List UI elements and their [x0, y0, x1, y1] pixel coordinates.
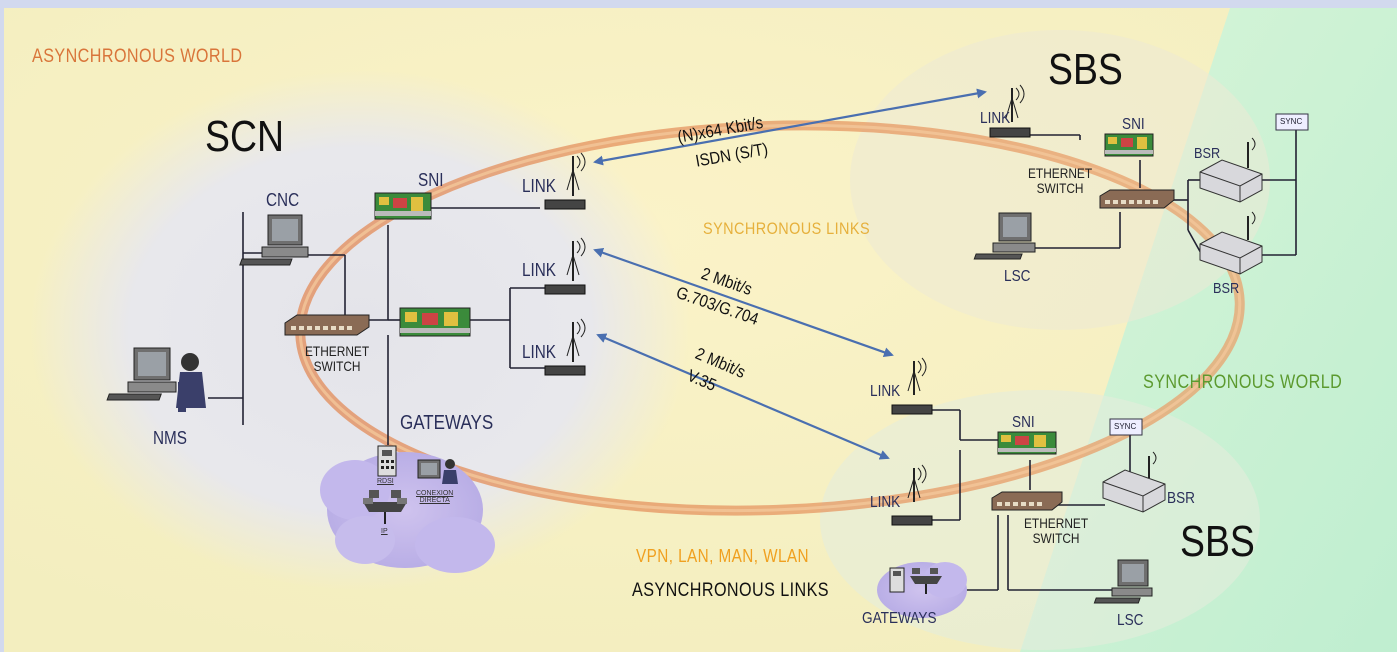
scn-sni-card-top-icon [374, 192, 432, 220]
sbs-top-sni-label: SNI [1122, 116, 1145, 133]
synchronous-world-label: SYNCHRONOUS WORLD [1143, 372, 1343, 393]
sbs-top-bsr-1-label: BSR [1194, 145, 1221, 162]
isdn-arrow [593, 88, 987, 166]
vpn-lan-label: VPN, LAN, MAN, WLAN [636, 546, 810, 566]
sbs-bottom-ethernet-switch-label: ETHERNET SWITCH [1024, 515, 1089, 546]
scn-ethernet-switch-icon [284, 314, 370, 336]
ip-network-icon [363, 490, 407, 524]
sbs-bottom-link-1-label: LINK [870, 383, 901, 400]
sync-top-icon [1275, 113, 1309, 131]
sync-bottom-icon [1109, 418, 1143, 436]
scn-link-2-label: LINK [522, 260, 557, 280]
sbs-bottom-ethernet-switch-icon [991, 491, 1063, 511]
sbs-bottom-sni-label: SNI [1012, 414, 1035, 431]
scn-link-radio-1-icon [544, 152, 586, 210]
nms-label: NMS [153, 428, 187, 448]
scn-link-3-label: LINK [522, 342, 557, 362]
asynchronous-links-label: ASYNCHRONOUS LINKS [632, 580, 830, 601]
bsr-bottom-icon [1102, 451, 1166, 513]
nms-computer-icon [106, 347, 206, 412]
scn-link-radio-3-icon [544, 318, 586, 376]
conexion-directa-label: CONEXION DIRECTA [416, 490, 454, 504]
sbs-gateways-icons [889, 567, 942, 594]
sbs-bottom-lsc-label: LSC [1117, 612, 1144, 629]
sbs-bottom-gateways-label: GATEWAYS [862, 610, 937, 627]
sbs-top-link-label: LINK [980, 110, 1011, 127]
cnc-label: CNC [266, 190, 300, 210]
scn-ethernet-switch-label: ETHERNET SWITCH [305, 343, 370, 374]
scn-sni-label: SNI [418, 170, 444, 190]
lsc-top-computer-icon [973, 212, 1036, 260]
scn-link-radio-2-icon [544, 237, 586, 295]
sbs-top-sync-label: SYNC [1280, 117, 1303, 126]
v35-arrow [596, 333, 890, 460]
scn-link-1-label: LINK [522, 176, 557, 196]
sbs-top-bsr-2-label: BSR [1213, 280, 1240, 297]
sbs-top-link-radio-icon [989, 84, 1031, 138]
sbs-top-lsc-label: LSC [1004, 268, 1031, 285]
bsr-top-2-icon [1199, 211, 1263, 275]
sbs-bottom-sni-card-icon [997, 431, 1057, 455]
sbs-top-ethernet-switch-icon [1099, 189, 1175, 209]
sbs-bottom-link-radio-1-icon [891, 357, 933, 415]
scn-title: SCN [205, 112, 284, 161]
sbs-bottom-bsr-label: BSR [1167, 490, 1195, 507]
scn-gateways-label: GATEWAYS [400, 412, 494, 434]
sbs-bottom-link-2-label: LINK [870, 494, 901, 511]
link-arrows [593, 88, 987, 460]
rdsi-label: RDSI [377, 478, 394, 485]
cnc-computer-icon [239, 214, 309, 266]
sbs-top-title: SBS [1048, 45, 1123, 94]
sbs-bottom-title: SBS [1180, 517, 1255, 566]
scn-sni-card-middle-icon [399, 307, 471, 337]
asynchronous-world-label: ASYNCHRONOUS WORLD [32, 46, 243, 67]
conexion-directa-icon [417, 459, 458, 484]
ip-label: IP [381, 528, 388, 535]
sbs-bottom-wiring [930, 409, 1131, 591]
lsc-bottom-computer-icon [1093, 559, 1153, 604]
sbs-bottom-sync-label: SYNC [1114, 422, 1137, 431]
rdsi-gateway-icon [377, 445, 397, 477]
sbs-top-ethernet-switch-label: ETHERNET SWITCH [1028, 165, 1093, 196]
synchronous-links-label: SYNCHRONOUS LINKS [703, 219, 871, 238]
sbs-bottom-link-radio-2-icon [891, 464, 933, 526]
sbs-top-sni-card-icon [1104, 133, 1154, 157]
bsr-top-1-icon [1199, 137, 1263, 203]
